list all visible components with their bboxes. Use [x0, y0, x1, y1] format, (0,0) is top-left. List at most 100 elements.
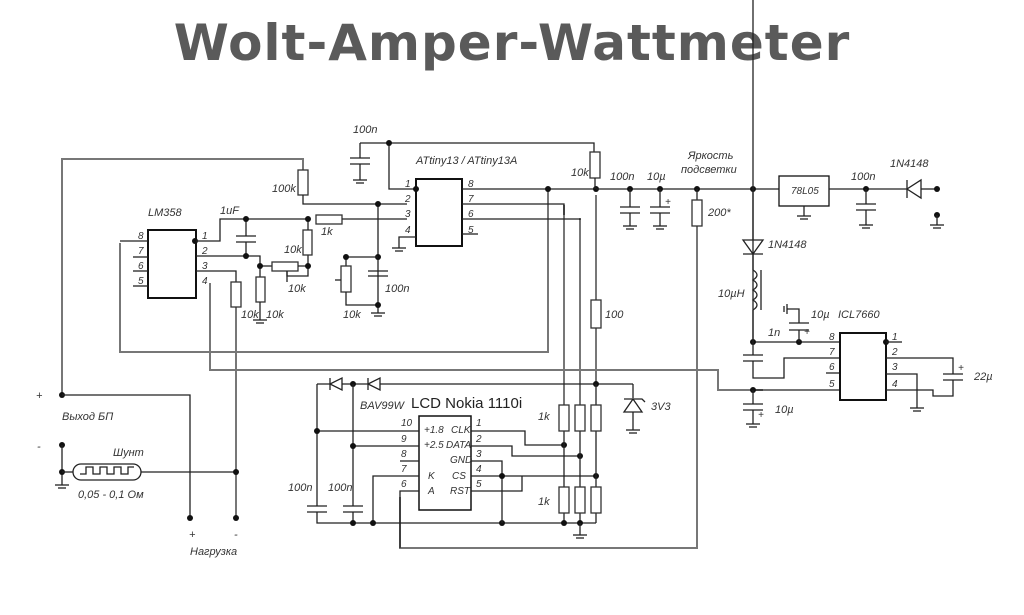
cap-100n-label: 100n [610, 171, 634, 183]
pin-label: 3 [202, 261, 208, 272]
pin-label: 3 [892, 362, 898, 373]
cap-22u-label: 22µ [973, 371, 993, 383]
lcd-section: 100 BAV99W 3V3 LCD Nokia 1110i 10 9 8 7 … [288, 299, 671, 548]
res-10k-label: 10k [571, 167, 589, 179]
psu-output-label: Выход БП [62, 411, 113, 423]
pin-label: 6 [138, 261, 144, 272]
svg-text:+: + [758, 410, 764, 421]
cap-100n-label: 100n [851, 171, 875, 183]
icl7660-section: + + ICL7660 8 7 6 5 1 2 3 4 + 10µH 1n 10… [718, 0, 993, 428]
pin-label: 7 [138, 246, 144, 257]
pin-func: A [427, 486, 435, 497]
diode-bav99w-label: BAV99W [360, 400, 406, 412]
lcd-label: LCD Nokia 1110i [411, 395, 522, 412]
power-input-section: + Выход БП - Шунт 0,05 - 0,1 Ом + - Нагр… [36, 390, 239, 558]
psu-plus-label: + [36, 390, 43, 402]
res-10k-label: 10k [241, 309, 259, 321]
pin-label: 4 [892, 379, 898, 390]
lm358-chip: LM358 8 7 6 5 1 2 3 4 [120, 207, 208, 299]
inductor-label: 10µH [718, 288, 745, 300]
cap-100n-label: 100n [328, 482, 352, 494]
pin-label: 4 [476, 464, 482, 475]
res-1k-label: 1k [538, 411, 550, 423]
res-10k-label: 10k [284, 244, 302, 256]
pot-10k-label: 10k [288, 283, 306, 295]
svg-text:+: + [665, 197, 671, 208]
pin-label: 7 [829, 347, 835, 358]
pin-label: 8 [829, 332, 835, 343]
pin-label: 2 [201, 246, 208, 257]
pin-label: 7 [468, 194, 474, 205]
res-100k-label: 100k [272, 183, 296, 195]
zener-label: 3V3 [651, 401, 671, 413]
pin-label: 9 [401, 434, 407, 445]
psu-minus-label: - [37, 441, 41, 453]
res-10k-label: 10k [266, 309, 284, 321]
pin-label: 1 [405, 179, 411, 190]
pin-label: 3 [405, 209, 411, 220]
res-1k-label: 1k [538, 496, 550, 508]
pin-label: 5 [468, 225, 474, 236]
pin-label: 6 [401, 479, 407, 490]
pin-label: 7 [401, 464, 407, 475]
icl7660-label: ICL7660 [838, 309, 880, 321]
pin-func: CLK [451, 425, 472, 436]
load-label: Нагрузка [190, 546, 237, 558]
pin-label: 10 [401, 418, 413, 429]
svg-text:+: + [804, 327, 810, 338]
pin-label: 6 [468, 209, 474, 220]
attiny-chip: ATtiny13 / ATtiny13A 1 2 3 4 8 7 6 5 [335, 124, 601, 321]
cap-10u-label: 10µ [775, 404, 794, 416]
res-10k-label: 10k [343, 309, 361, 321]
brightness-label: Яркость [687, 150, 734, 162]
power-rail: + 78L05 100n 10µ Яркость подсветки 200* … [596, 150, 944, 270]
attiny-label: ATtiny13 / ATtiny13A [415, 155, 517, 167]
pin-label: 8 [401, 449, 407, 460]
brightness-label: подсветки [681, 164, 737, 176]
pin-label: 2 [891, 347, 898, 358]
pin-func: DATA [446, 440, 472, 451]
load-plus-label: + [189, 529, 196, 541]
shunt-label: Шунт [113, 447, 144, 459]
pin-func: CS [452, 471, 466, 482]
res-200-label: 200* [707, 207, 731, 219]
pin-label: 1 [202, 231, 208, 242]
pin-label: 6 [829, 362, 835, 373]
shunt-value-label: 0,05 - 0,1 Ом [78, 489, 144, 501]
cap-1n-label: 1n [768, 327, 780, 339]
pin-label: 5 [829, 379, 835, 390]
pin-label: 5 [476, 479, 482, 490]
pin-func: GND [450, 455, 472, 466]
regulator-label: 78L05 [791, 186, 819, 197]
cap-100n-label: 100n [353, 124, 377, 136]
lm358-label: LM358 [148, 207, 183, 219]
diagram-title: Wolt-Amper-Wattmeter [173, 14, 851, 72]
cap-1uf-label: 1uF [220, 205, 240, 217]
pin-label: 3 [476, 449, 482, 460]
cap-10u-label: 10µ [811, 309, 830, 321]
pin-label: 2 [475, 434, 482, 445]
outer-wires [61, 158, 763, 549]
pin-label: 4 [405, 225, 411, 236]
load-minus-label: - [234, 529, 238, 541]
pin-label: 5 [138, 276, 144, 287]
pin-label: 1 [892, 332, 898, 343]
pin-label: 8 [138, 231, 144, 242]
res-100-label: 100 [605, 309, 624, 321]
pin-func: +2.5 [424, 440, 444, 451]
pin-label: 2 [404, 194, 411, 205]
pin-func: +1.8 [424, 425, 444, 436]
pin-label: 4 [202, 276, 208, 287]
opamp-network: 1uF 1k 10k 10k 10k 10k 100k [196, 169, 407, 324]
cap-100n-label: 100n [385, 283, 409, 295]
diode-label: 1N4148 [768, 239, 807, 251]
pin-label: 1 [476, 418, 482, 429]
pin-func: RST [450, 486, 471, 497]
pin-label: 8 [468, 179, 474, 190]
res-1k-label: 1k [321, 226, 333, 238]
cap-10u-label: 10µ [647, 171, 666, 183]
pin-func: K [428, 471, 436, 482]
diode-label: 1N4148 [890, 158, 929, 170]
cap-100n-label: 100n [288, 482, 312, 494]
